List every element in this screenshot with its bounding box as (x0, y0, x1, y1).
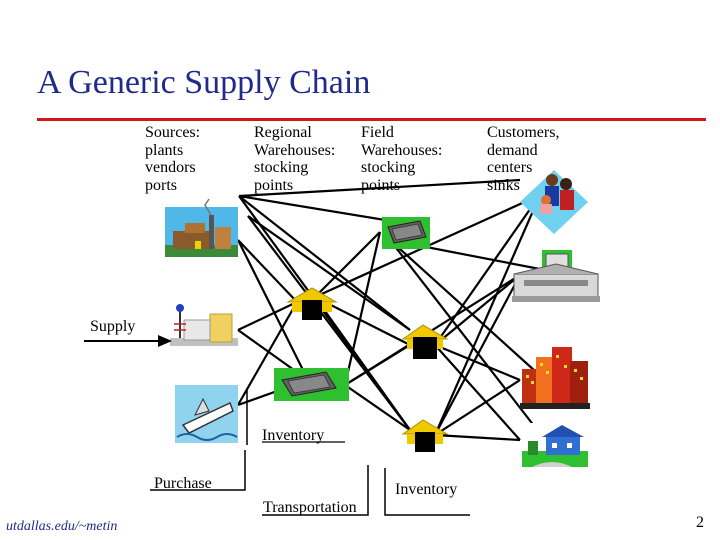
sources-header: Sources: plants vendors ports (145, 124, 200, 194)
field-header-line: stocking (361, 159, 416, 176)
warehouse-icon (401, 419, 449, 452)
refinery-icon (170, 304, 238, 346)
sources-header-line: plants (145, 141, 184, 159)
inventory-label-field: Inventory (395, 481, 458, 498)
shopping-mall-icon (512, 250, 600, 302)
title-underline (37, 118, 706, 121)
sources-header-line: vendors (145, 159, 196, 176)
supply-arrow (84, 335, 172, 347)
page-title: A Generic Supply Chain (37, 64, 371, 101)
customers-header-line: demand (487, 141, 538, 159)
purchase-bracket (150, 450, 246, 491)
supply-label: Supply (90, 318, 136, 335)
regional-header-line: Regional (254, 124, 312, 141)
footer-source: utdallas.edu/~metin (6, 519, 118, 534)
customers-header-line: Customers, (487, 124, 560, 141)
inventory-field-bracket (384, 468, 470, 516)
inventory-label-regional: Inventory (262, 427, 325, 444)
regional-warehouses-header: Regional Warehouses: stocking points (254, 124, 335, 194)
customers-header-line: centers (487, 159, 533, 176)
house-icon (522, 423, 588, 467)
sources-header-line: Sources: (145, 124, 201, 141)
ship-icon (175, 385, 238, 443)
transportation-bracket (262, 465, 369, 516)
warehouse-icon (382, 217, 430, 249)
warehouse-icon (286, 287, 338, 320)
field-header-line: Warehouses: (361, 141, 443, 159)
transportation-label: Transportation (263, 499, 357, 516)
warehouse-icon (401, 324, 449, 359)
warehouse-icon (274, 368, 349, 401)
city-icon (520, 347, 590, 409)
field-header-line: Field (361, 124, 394, 141)
regional-header-line: points (254, 176, 294, 194)
sources-header-line: ports (145, 176, 177, 194)
people-icon (520, 170, 588, 234)
regional-header-line: Warehouses: (254, 141, 336, 159)
page-number: 2 (696, 514, 704, 531)
network-links (237, 178, 546, 442)
purchase-label: Purchase (154, 475, 212, 492)
factory-icon (165, 198, 238, 257)
regional-header-line: stocking (254, 159, 309, 176)
